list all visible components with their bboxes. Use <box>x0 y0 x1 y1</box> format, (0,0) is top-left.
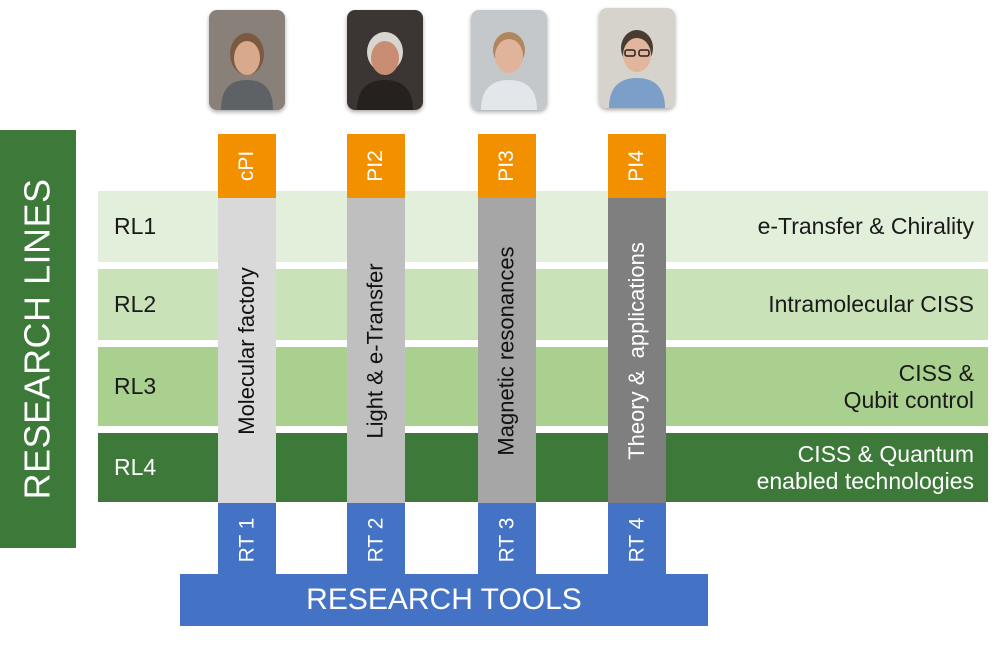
row-id: RL2 <box>114 291 157 317</box>
research-tools-bar: RESEARCH TOOLS <box>180 574 708 626</box>
person-photo-icon <box>471 10 547 110</box>
pi-tag-3: PI3 <box>478 134 536 198</box>
pi-tag-label: PI4 <box>625 150 648 182</box>
person-photo-icon <box>347 10 423 110</box>
column-topic: Light & e-Transfer <box>363 262 389 439</box>
row-description-line: e-Transfer & Chirality <box>757 213 974 239</box>
research-tool-label: RT 1 <box>235 517 258 563</box>
row-id: RL3 <box>114 373 157 399</box>
pi-tag-1: cPI <box>218 134 276 198</box>
row-description: e-Transfer & Chirality <box>758 191 974 262</box>
research-tool-label: RT 2 <box>364 517 387 563</box>
pi-tag-2: PI2 <box>347 134 405 198</box>
research-tools-label: RESEARCH TOOLS <box>306 583 582 616</box>
pi-photo-4 <box>599 8 675 108</box>
row-description-line: CISS & Quantum <box>797 440 974 467</box>
research-tool-3: RT 3 <box>478 503 536 577</box>
research-lines-banner: RESEARCH LINES <box>0 130 76 548</box>
research-tool-label: RT 4 <box>625 517 648 563</box>
pi-tag-label: PI2 <box>364 150 387 182</box>
row-description-line: enabled technologies <box>756 467 974 494</box>
research-column-3: Magnetic resonances <box>478 198 536 503</box>
pi-photo-3 <box>471 10 547 110</box>
pi-tag-label: PI3 <box>495 150 518 182</box>
research-column-1: Molecular factory <box>218 198 276 503</box>
research-tool-label: RT 3 <box>495 517 518 563</box>
person-photo-icon <box>209 10 285 110</box>
pi-tag-4: PI4 <box>608 134 666 198</box>
column-topic: Theory & applications <box>624 241 650 460</box>
row-description: CISS & Quantum enabled technologies <box>757 433 974 502</box>
research-lines-label: RESEARCH LINES <box>17 178 58 500</box>
column-topic: Molecular factory <box>234 266 260 435</box>
row-description-line: Qubit control <box>843 386 974 413</box>
pi-photo-1 <box>209 10 285 110</box>
research-column-4: Theory & applications <box>608 198 666 503</box>
pi-photo-2 <box>347 10 423 110</box>
row-description: Intramolecular CISS <box>768 269 974 340</box>
research-tool-1: RT 1 <box>218 503 276 577</box>
row-id: RL4 <box>114 454 157 480</box>
research-column-2: Light & e-Transfer <box>347 198 405 503</box>
research-tool-4: RT 4 <box>608 503 666 577</box>
row-id: RL1 <box>114 213 157 239</box>
row-description: CISS & Qubit control <box>844 347 974 426</box>
column-topic: Magnetic resonances <box>494 245 519 456</box>
row-description-line: CISS & <box>898 359 974 386</box>
person-photo-icon <box>599 8 675 108</box>
research-tool-2: RT 2 <box>347 503 405 577</box>
row-description-line: Intramolecular CISS <box>768 291 974 317</box>
pi-tag-label: cPI <box>235 150 258 182</box>
